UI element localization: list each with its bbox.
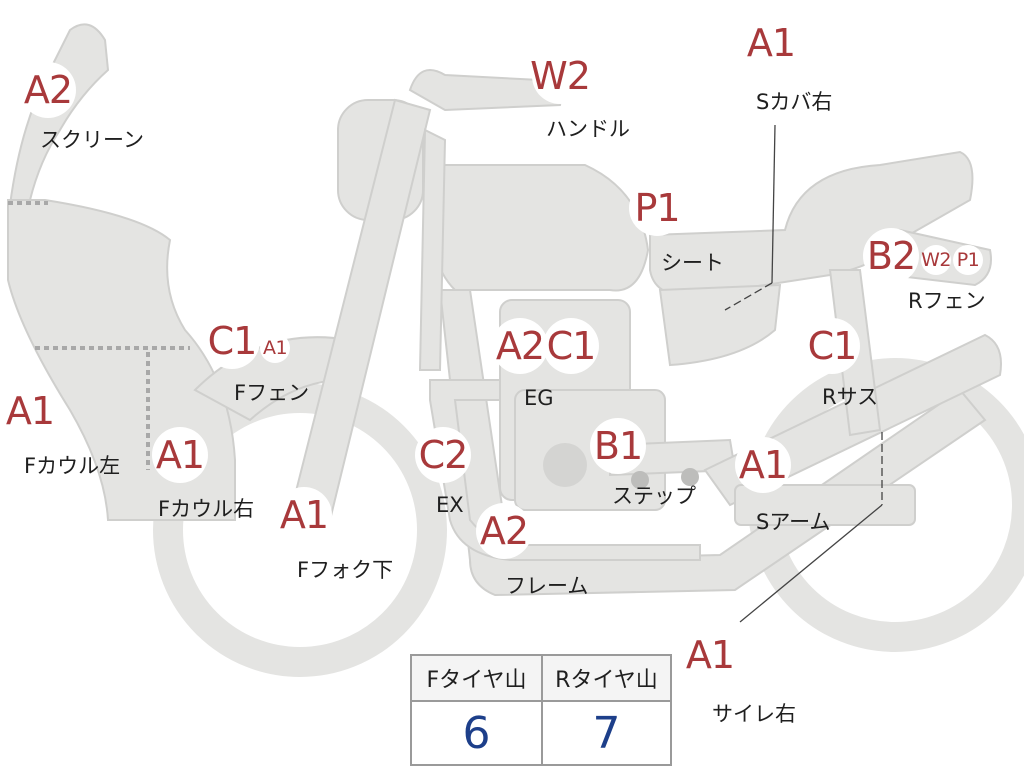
label-rear-fender: Rフェン: [908, 289, 986, 313]
grade-badge-fork-lower: A1: [276, 487, 332, 543]
grade-badge-front-fender-2: A1: [260, 333, 290, 363]
label-step: ステップ: [612, 484, 696, 508]
front-wheel: [153, 383, 447, 677]
front-tread-value: 6: [462, 707, 491, 759]
grade-badge-front-fender-1: C1: [204, 313, 260, 369]
label-silencer-r: サイレ右: [712, 702, 796, 726]
tire-tread-table: Fタイヤ山 Rタイヤ山 6 7: [410, 654, 672, 766]
rear-tread-value: 7: [592, 707, 621, 759]
grade-badge-screen: A2: [20, 62, 76, 118]
grade-badge-handle: W2: [530, 48, 591, 104]
grade-badge-exhaust: C2: [415, 427, 471, 483]
grade-badge-swing-arm: A1: [735, 437, 791, 493]
label-fork-lower: Fフォク下: [297, 558, 394, 582]
label-cowl-left: Fカウル左: [24, 454, 121, 478]
table-divider-v: [541, 656, 543, 764]
grade-badge-rear-fender-1: B2: [863, 228, 919, 284]
rear-tread-header: Rタイヤ山: [543, 656, 670, 700]
grade-badge-step: B1: [590, 418, 646, 474]
grade-badge-cowl-right: A1: [152, 427, 208, 483]
grade-badge-rear-shock: C1: [804, 318, 860, 374]
tank-shape: [431, 164, 650, 292]
engine-cover: [543, 443, 587, 487]
grade-badge-engine-2: C1: [543, 318, 599, 374]
grade-badge-cowl-left: A1: [2, 383, 58, 439]
front-tread-header: Fタイヤ山: [412, 656, 541, 700]
label-seat: シート: [661, 251, 724, 275]
grade-badge-frame: A2: [476, 503, 532, 559]
label-screen: スクリーン: [40, 128, 144, 152]
frame-down-tube: [418, 128, 447, 371]
side-cover-shape: [658, 283, 782, 367]
exhaust-shape: [429, 379, 701, 561]
grade-badge-seat: P1: [629, 180, 685, 236]
grade-badge-silencer-r: A1: [682, 627, 738, 683]
grade-badge-side-cover-r: A1: [743, 15, 799, 71]
label-exhaust: EX: [436, 493, 464, 517]
label-rear-shock: Rサス: [822, 385, 879, 409]
grade-badge-rear-fender-3: P1: [953, 245, 983, 275]
label-swing-arm: Sアーム: [756, 510, 831, 534]
label-handle: ハンドル: [546, 117, 630, 141]
label-frame: フレーム: [505, 574, 589, 598]
grade-badge-rear-fender-2: W2: [921, 245, 951, 275]
label-front-fender: Fフェン: [234, 381, 310, 405]
label-cowl-right: Fカウル右: [158, 497, 255, 521]
frame-shape: [438, 289, 987, 597]
grade-badge-engine-1: A2: [492, 318, 548, 374]
label-side-cover-r: Sカバ右: [756, 90, 833, 114]
label-engine: EG: [524, 386, 554, 410]
